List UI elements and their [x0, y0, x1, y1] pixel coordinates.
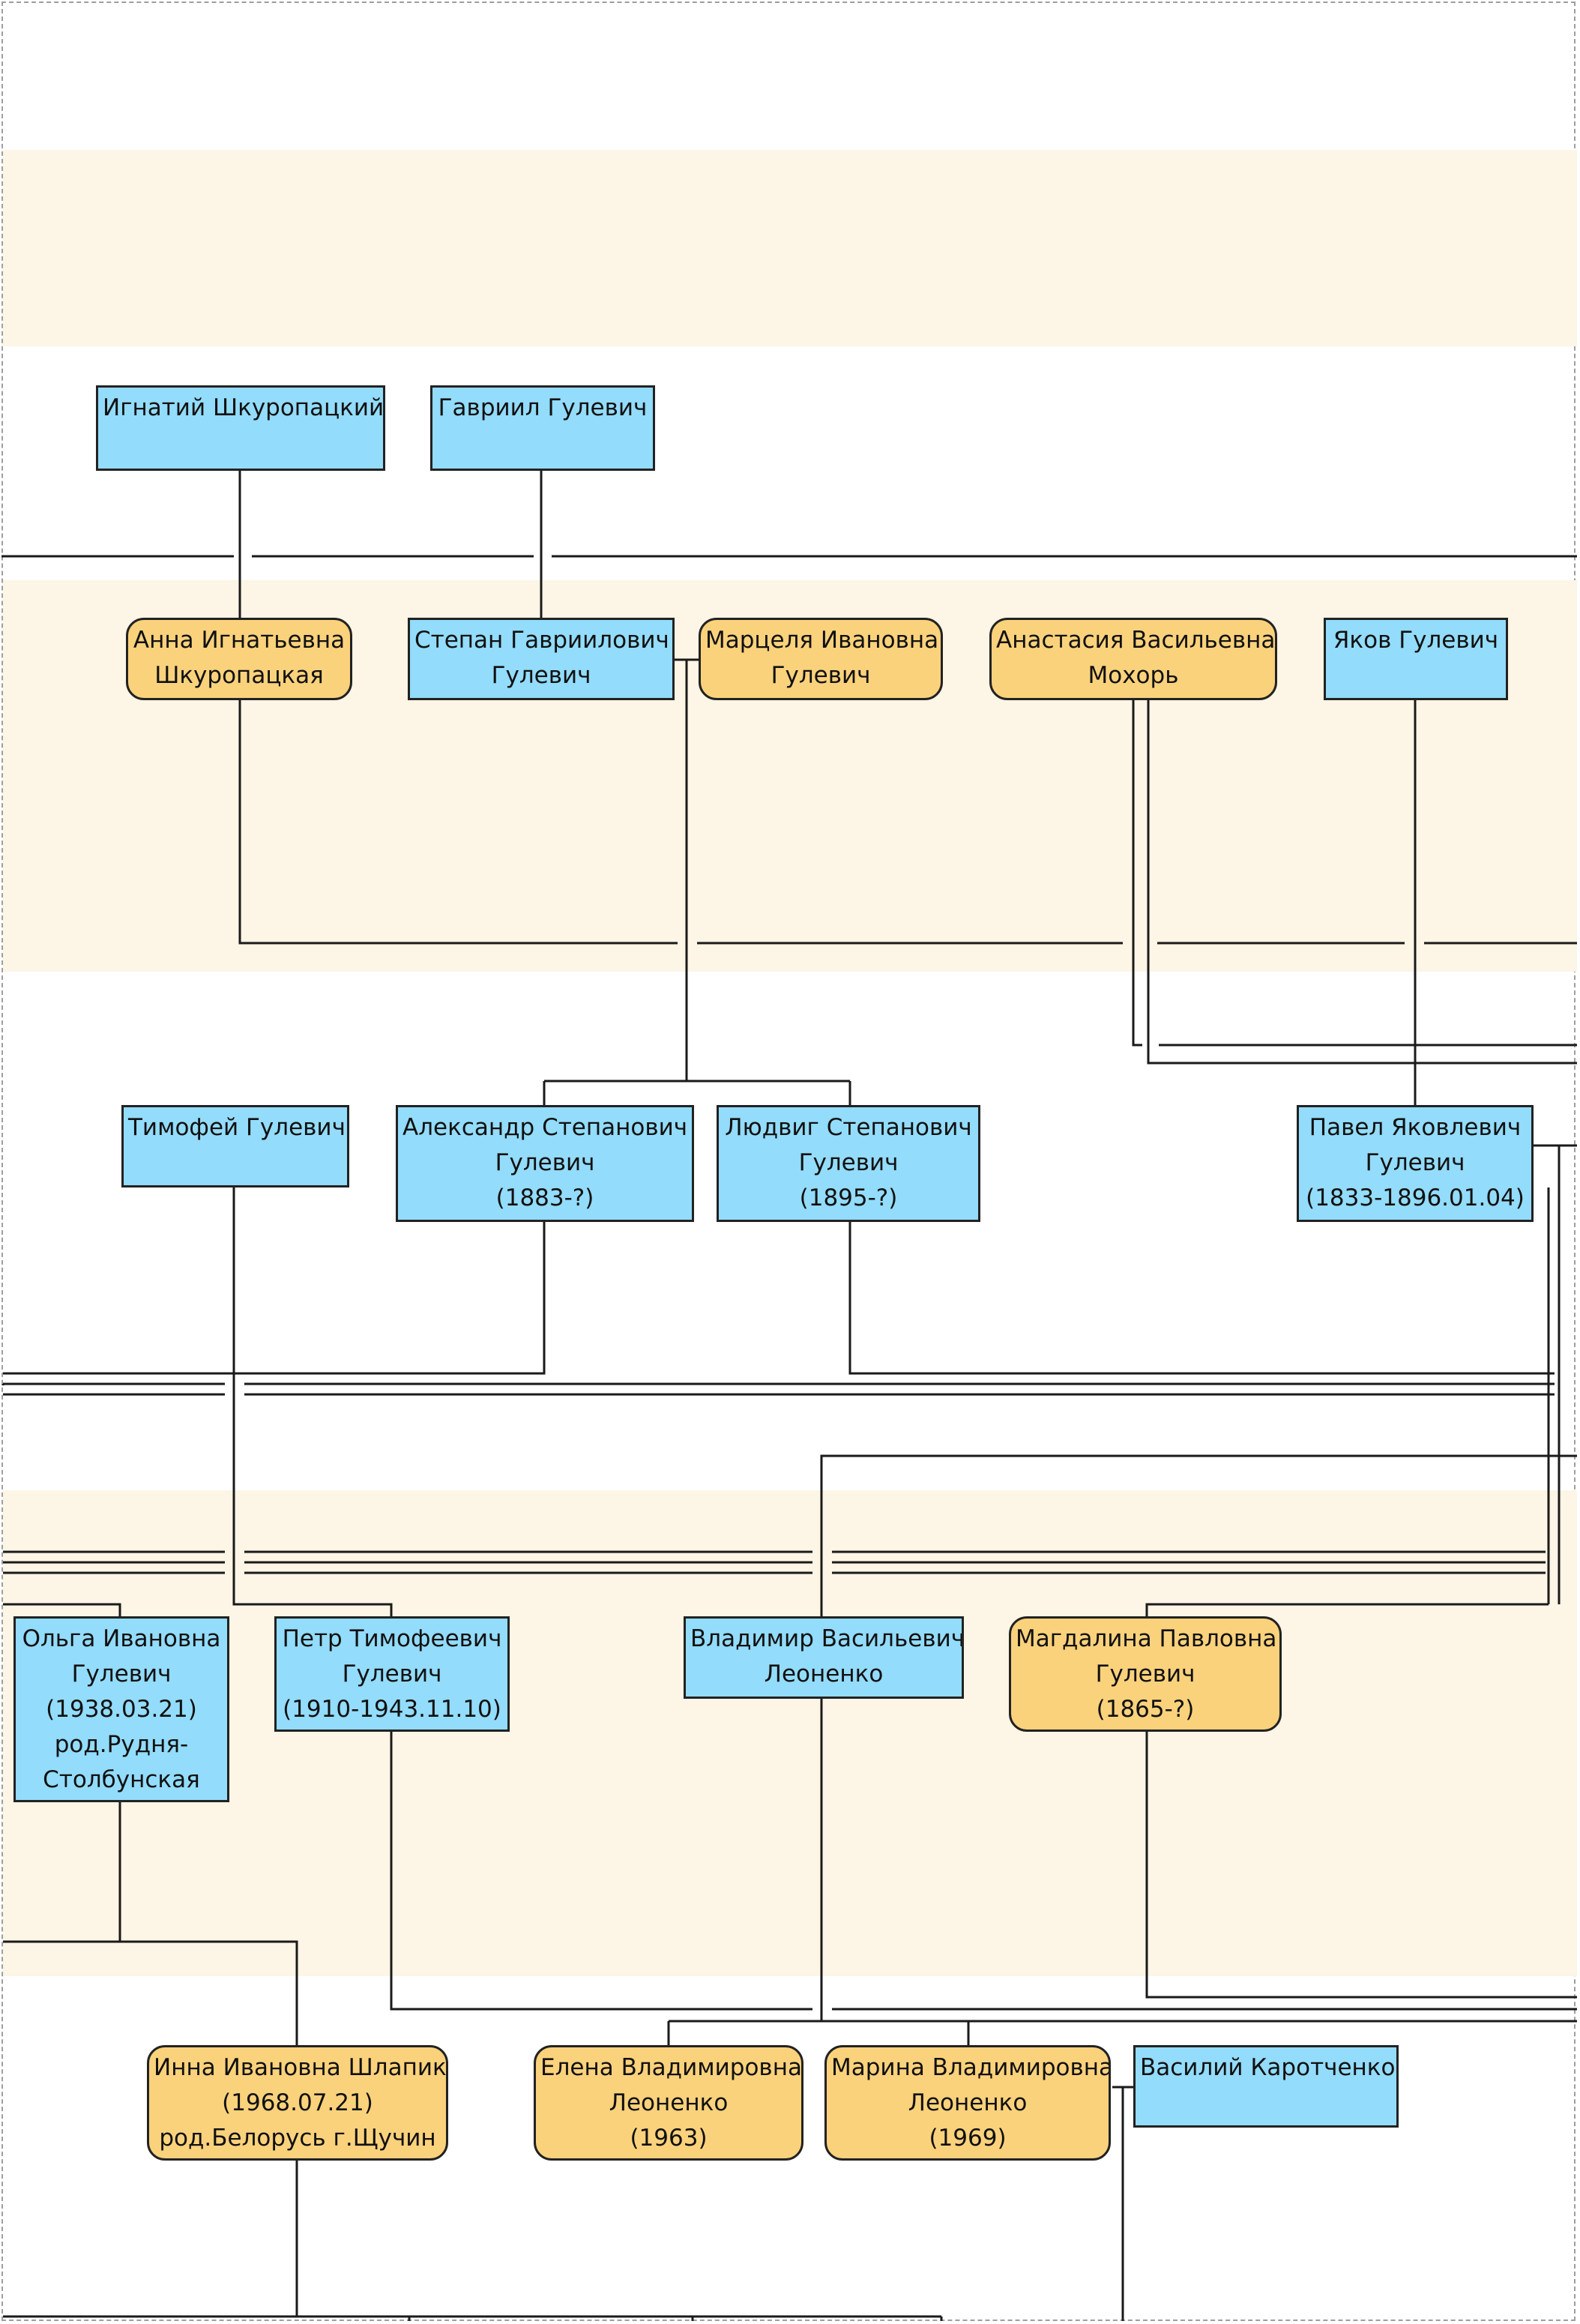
person-magdalina[interactable]: Магдалина Павловна Гулевич (1865-?) [1009, 1616, 1282, 1732]
person-martselya[interactable]: Марцеля Ивановна Гулевич [699, 618, 943, 700]
person-name-line: Шкуропацкая [154, 662, 324, 689]
person-yakov[interactable]: Яков Гулевич [1324, 618, 1508, 700]
person-dates: (1833-1896.01.04) [1306, 1184, 1525, 1211]
person-birthplace: род.Белорусь г.Щучин [159, 2125, 436, 2152]
person-name-line: Гулевич [495, 1149, 595, 1176]
person-name-line: Гавриил Гулевич [438, 394, 648, 421]
person-name-line: Гулевич [1365, 1149, 1465, 1176]
person-dates: (1865-?) [1096, 1696, 1195, 1723]
person-petr[interactable]: Петр Тимофеевич Гулевич (1910-1943.11.10… [274, 1616, 510, 1732]
person-name-line: Марцеля Ивановна [705, 627, 939, 654]
person-name-line: Ольга Ивановна [22, 1625, 221, 1652]
person-dates: (1895-?) [799, 1184, 898, 1211]
person-dates: (1963) [630, 2125, 708, 2152]
person-name-line: Степан Гавриилович [414, 627, 669, 654]
person-name-line: Мохорь [1088, 662, 1179, 689]
person-birthplace: род.Рудня- [54, 1731, 189, 1758]
person-name-line: Инна Ивановна Шлапик [154, 2054, 447, 2081]
person-vladimir[interactable]: Владимир Васильевич Леоненко [684, 1616, 964, 1699]
person-birthplace: Столбунская [43, 1766, 200, 1793]
person-lyudvig[interactable]: Людвиг Степанович Гулевич (1895-?) [717, 1105, 980, 1222]
person-dates: (1938.03.21) [46, 1696, 197, 1723]
person-marina[interactable]: Марина Владимировна Леоненко (1969) [824, 2045, 1111, 2161]
person-name-line: Павел Яковлевич [1309, 1114, 1522, 1141]
person-name-line: Тимофей Гулевич [128, 1114, 346, 1141]
person-vasiliy[interactable]: Василий Каротченко [1133, 2045, 1399, 2128]
person-aleksandr[interactable]: Александр Степанович Гулевич (1883-?) [396, 1105, 694, 1222]
person-inna[interactable]: Инна Ивановна Шлапик (1968.07.21) род.Бе… [147, 2045, 448, 2161]
person-name-line: Александр Степанович [402, 1114, 688, 1141]
person-name-line: Гулевич [342, 1661, 442, 1688]
person-anastasia[interactable]: Анастасия Васильевна Мохорь [989, 618, 1277, 700]
person-dates: (1883-?) [495, 1184, 594, 1211]
person-name-line: Леоненко [764, 1661, 884, 1688]
generation-band [3, 150, 1577, 346]
person-name-line: Леоненко [609, 2089, 729, 2116]
person-name-line: Магдалина Павловна [1016, 1625, 1277, 1652]
person-name-line: Анна Игнатьевна [133, 627, 346, 654]
person-ignatiy[interactable]: Игнатий Шкуропацкий [96, 385, 385, 471]
person-anna[interactable]: Анна Игнатьевна Шкуропацкая [126, 618, 352, 700]
person-name-line: Владимир Васильевич [690, 1625, 964, 1652]
person-gavriil[interactable]: Гавриил Гулевич [430, 385, 655, 471]
person-name-line: Игнатий Шкуропацкий [103, 394, 385, 421]
person-dates: (1910-1943.11.10) [283, 1696, 501, 1723]
person-timofey[interactable]: Тимофей Гулевич [121, 1105, 349, 1187]
person-name-line: Елена Владимировна [540, 2054, 802, 2081]
person-name-line: Людвиг Степанович [725, 1114, 972, 1141]
person-name-line: Анастасия Васильевна [996, 627, 1276, 654]
person-dates: (1969) [929, 2125, 1007, 2152]
person-elena[interactable]: Елена Владимировна Леоненко (1963) [534, 2045, 803, 2161]
person-name-line: Петр Тимофеевич [282, 1625, 502, 1652]
person-dates: (1968.07.21) [222, 2089, 373, 2116]
person-name-line: Гулевич [771, 662, 871, 689]
person-name-line: Яков Гулевич [1333, 627, 1499, 654]
person-name-line: Леоненко [908, 2089, 1028, 2116]
person-name-line: Гулевич [1095, 1661, 1195, 1688]
person-name-line: Гулевич [491, 662, 591, 689]
person-name-line: Гулевич [798, 1149, 899, 1176]
person-name-line: Марина Владимировна [831, 2054, 1111, 2081]
person-stepan[interactable]: Степан Гавриилович Гулевич [408, 618, 675, 700]
person-name-line: Гулевич [71, 1661, 172, 1688]
generation-band [3, 1490, 1577, 1976]
person-name-line: Василий Каротченко [1140, 2054, 1396, 2081]
person-olga[interactable]: Ольга Ивановна Гулевич (1938.03.21) род.… [13, 1616, 229, 1802]
person-pavel[interactable]: Павел Яковлевич Гулевич (1833-1896.01.04… [1297, 1105, 1534, 1222]
